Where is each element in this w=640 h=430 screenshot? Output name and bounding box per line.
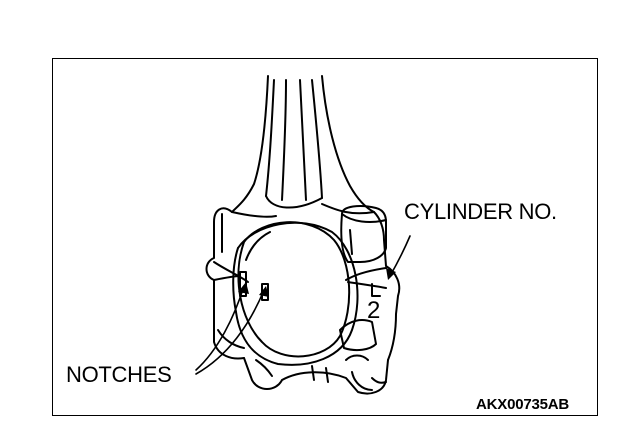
- arrowhead-notch-2: [259, 286, 269, 297]
- rod-shank: [231, 75, 375, 213]
- arrowheads: [238, 268, 396, 297]
- big-end-housing: [205, 203, 401, 395]
- cylinder-no-label: CYLINDER NO.: [404, 199, 557, 224]
- bolt-boss: [340, 205, 387, 263]
- notches-label: NOTCHES: [66, 362, 172, 387]
- stamped-cylinder-number: 2: [367, 297, 380, 324]
- figure-code: AKX00735AB: [476, 396, 570, 413]
- bearing-bore: [232, 221, 359, 366]
- cap-parting-line: [213, 275, 387, 297]
- arrowhead-cylinder: [386, 268, 396, 280]
- arrowhead-notch-1: [238, 282, 249, 294]
- figure-frame: [52, 58, 598, 416]
